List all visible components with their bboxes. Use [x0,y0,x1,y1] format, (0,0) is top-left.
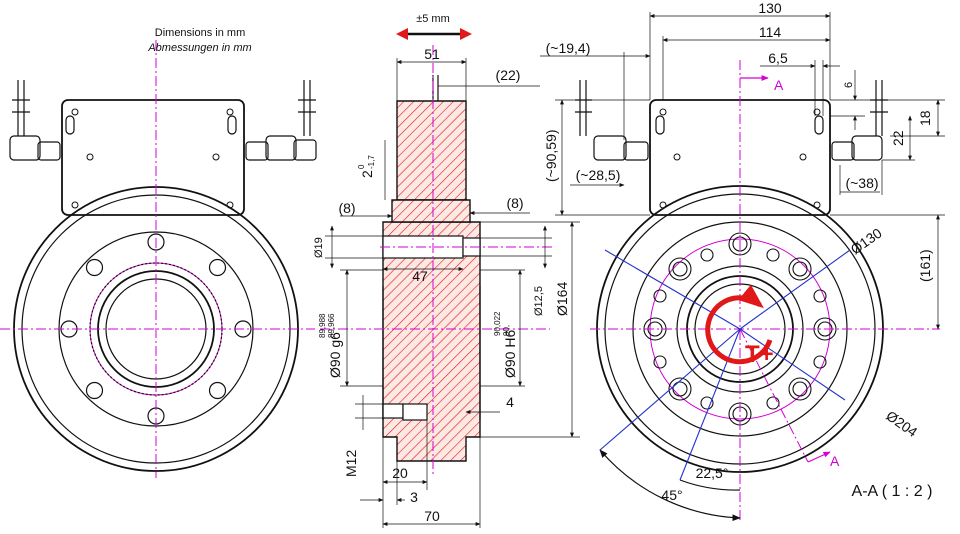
cross-section-view: ±5 mm 51 (22) [313,13,580,528]
angle-45: 45° [661,487,682,503]
H6-lower: 90, [502,325,511,336]
dim-6: 6 [843,82,855,88]
dim-114: 114 [759,24,782,40]
dim-22: (22) [496,67,521,83]
dim-dia-130: Ø130 [848,225,885,258]
units-label-en: Dimensions in mm [155,27,245,39]
section-upper-block [396,100,467,201]
right-view-left-connector-icon [575,80,649,161]
dim-22-right: 22 [890,130,906,146]
dim-18: 18 [917,110,933,126]
dim-20: 20 [392,465,408,481]
dim-51: 51 [424,46,440,62]
dim-70: 70 [424,508,440,524]
H6-upper: 90,022 [493,311,502,336]
dim-28-5: (~28,5) [576,167,621,183]
circular-arrow-icon [705,284,773,365]
units-label-de: Abmessungen in mm [147,42,251,54]
right-bolt-holes [643,232,837,426]
double-arrow-icon [396,28,472,40]
torque-label: T+ [745,341,774,368]
dim-dia-90-g6: Ø90 g6 [327,332,343,378]
angle-22-5: 22,5° [696,465,729,481]
dim-130: 130 [758,0,782,16]
dim-m12: M12 [343,450,359,477]
dim-6-5: 6,5 [768,50,788,66]
dim-47: 47 [412,268,428,284]
left-housing [61,99,245,216]
dim-dia-12-5: Ø12,5 [533,286,545,316]
right-view-right-connector-icon [831,80,888,161]
g6-lower: 89,966 [327,313,336,338]
dim-8-right: (8) [506,195,523,211]
right-front-view: A A T+ 130 114 (~19,4) 6,5 [540,0,945,522]
dim-161: (161) [917,249,933,282]
dim-2: 2 [359,170,375,178]
left-front-view [0,40,317,478]
units-header: Dimensions in mm Abmessungen in mm [147,27,251,54]
section-marker-top: A [774,77,784,93]
dim-dia-19: Ø19 [313,237,325,258]
left-connector-icon [9,80,61,161]
dim-4: 4 [506,394,514,410]
dim-dia-204: Ø204 [883,407,920,440]
section-marker-bottom: A [830,453,840,469]
tolerance-label: ±5 mm [416,13,450,25]
dim-19-4: (~19,4) [546,40,591,56]
dim-2-tol-upper: 0 [357,164,366,169]
right-connector-icon [245,80,317,161]
dim-dia-164: Ø164 [554,282,570,316]
dim-3: 3 [410,489,418,505]
section-caption: A-A ( 1 : 2 ) [852,483,933,500]
dim-38: (~38) [845,175,878,191]
dim-8-left: (8) [338,200,355,216]
dim-2-tol-lower: -1,7 [367,155,376,169]
dim-dia-90-H6: Ø90 H6 [502,330,518,378]
dim-90-59: (~90,59) [543,129,559,182]
g6-upper: 89,988 [318,313,327,338]
